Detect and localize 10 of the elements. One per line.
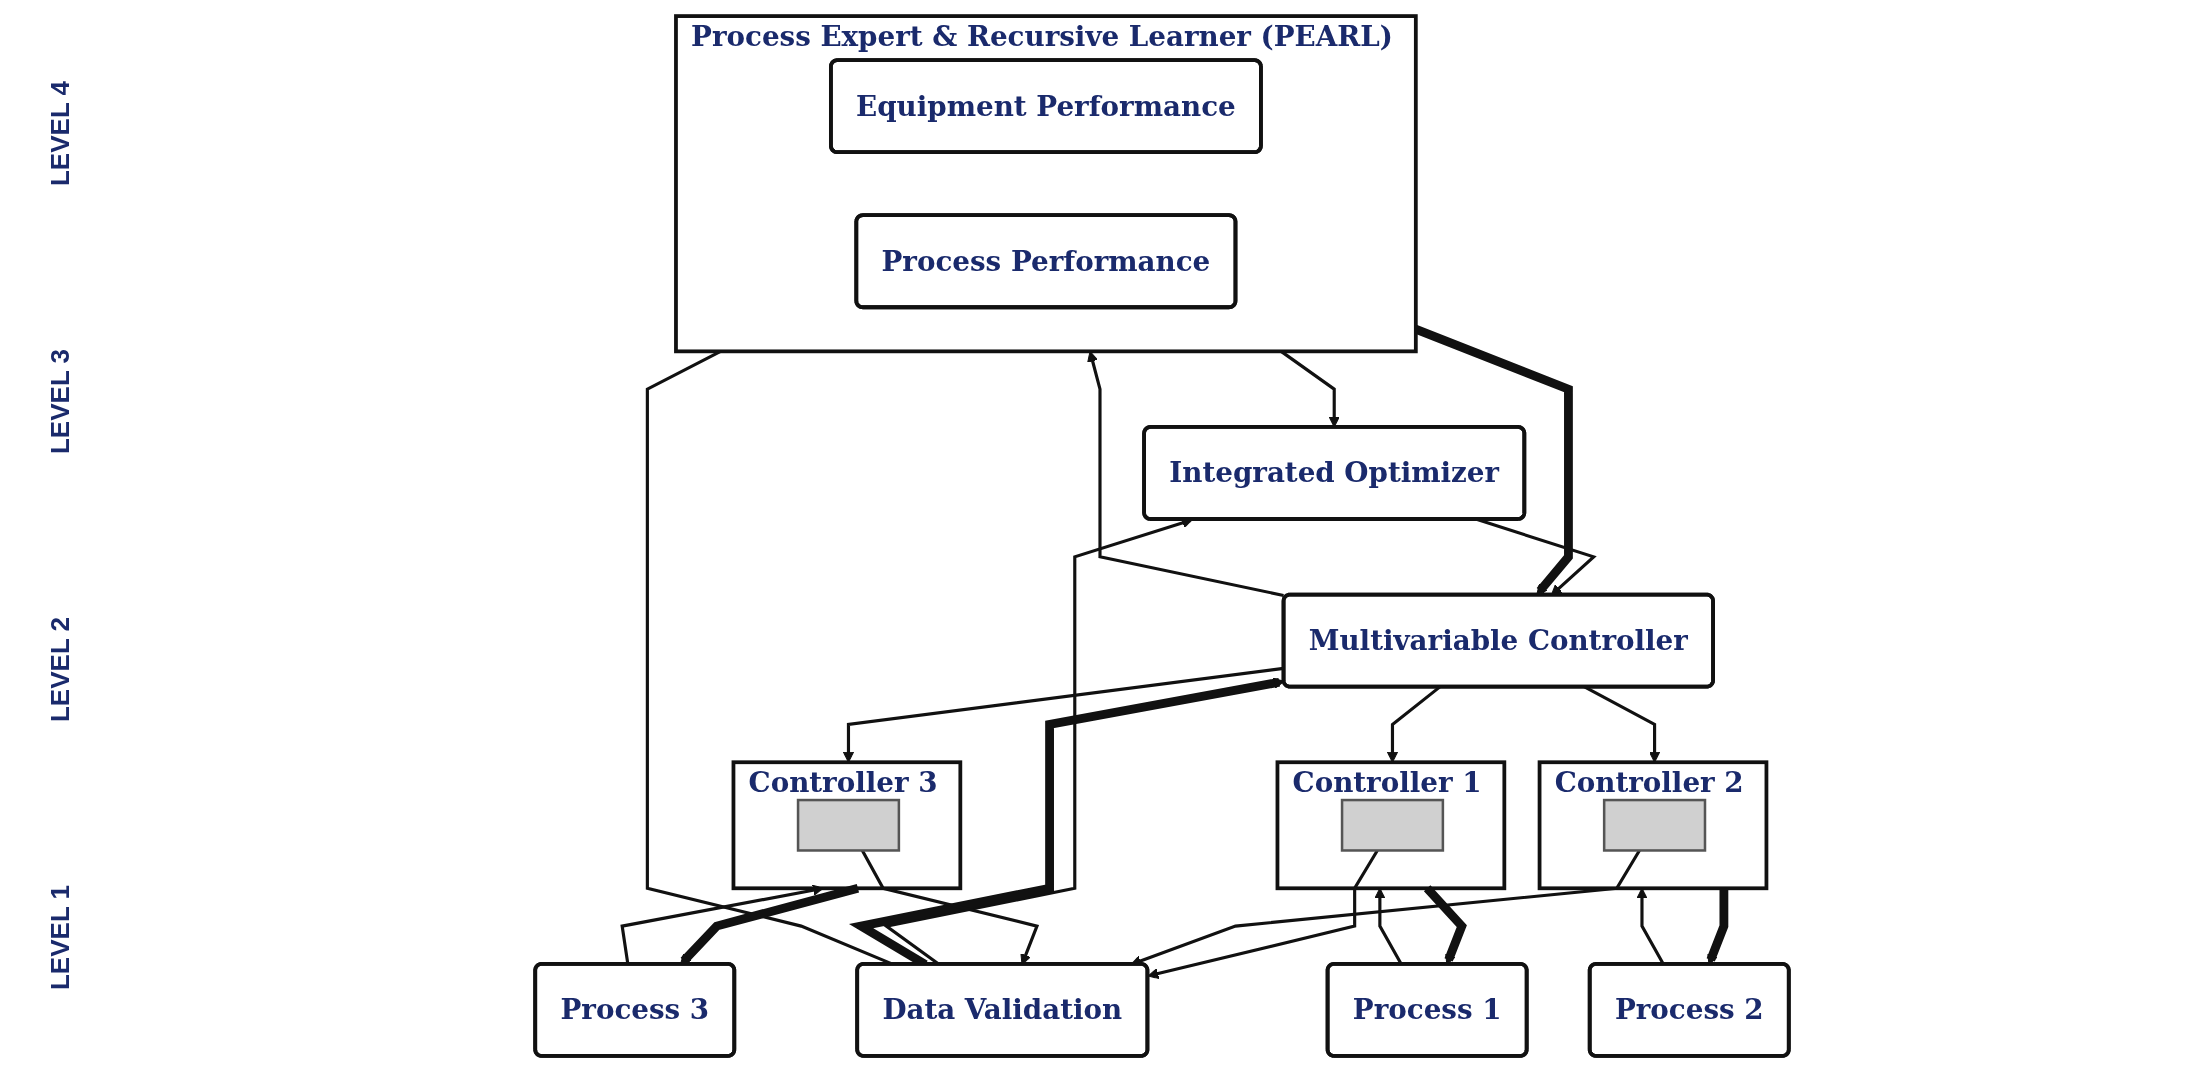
level-label: LEVEL 4 — [44, 81, 76, 187]
level-label: LEVEL 2 — [44, 617, 76, 723]
node-box — [1602, 798, 1706, 852]
cluster: Controller 1 — [1275, 760, 1506, 891]
node-box — [796, 798, 900, 852]
node-box — [1340, 798, 1444, 852]
cluster: Controller 2 — [1537, 760, 1768, 891]
level-label: LEVEL 1 — [44, 885, 76, 991]
level-label: LEVEL 3 — [44, 349, 76, 455]
cluster: Controller 3 — [731, 760, 962, 891]
